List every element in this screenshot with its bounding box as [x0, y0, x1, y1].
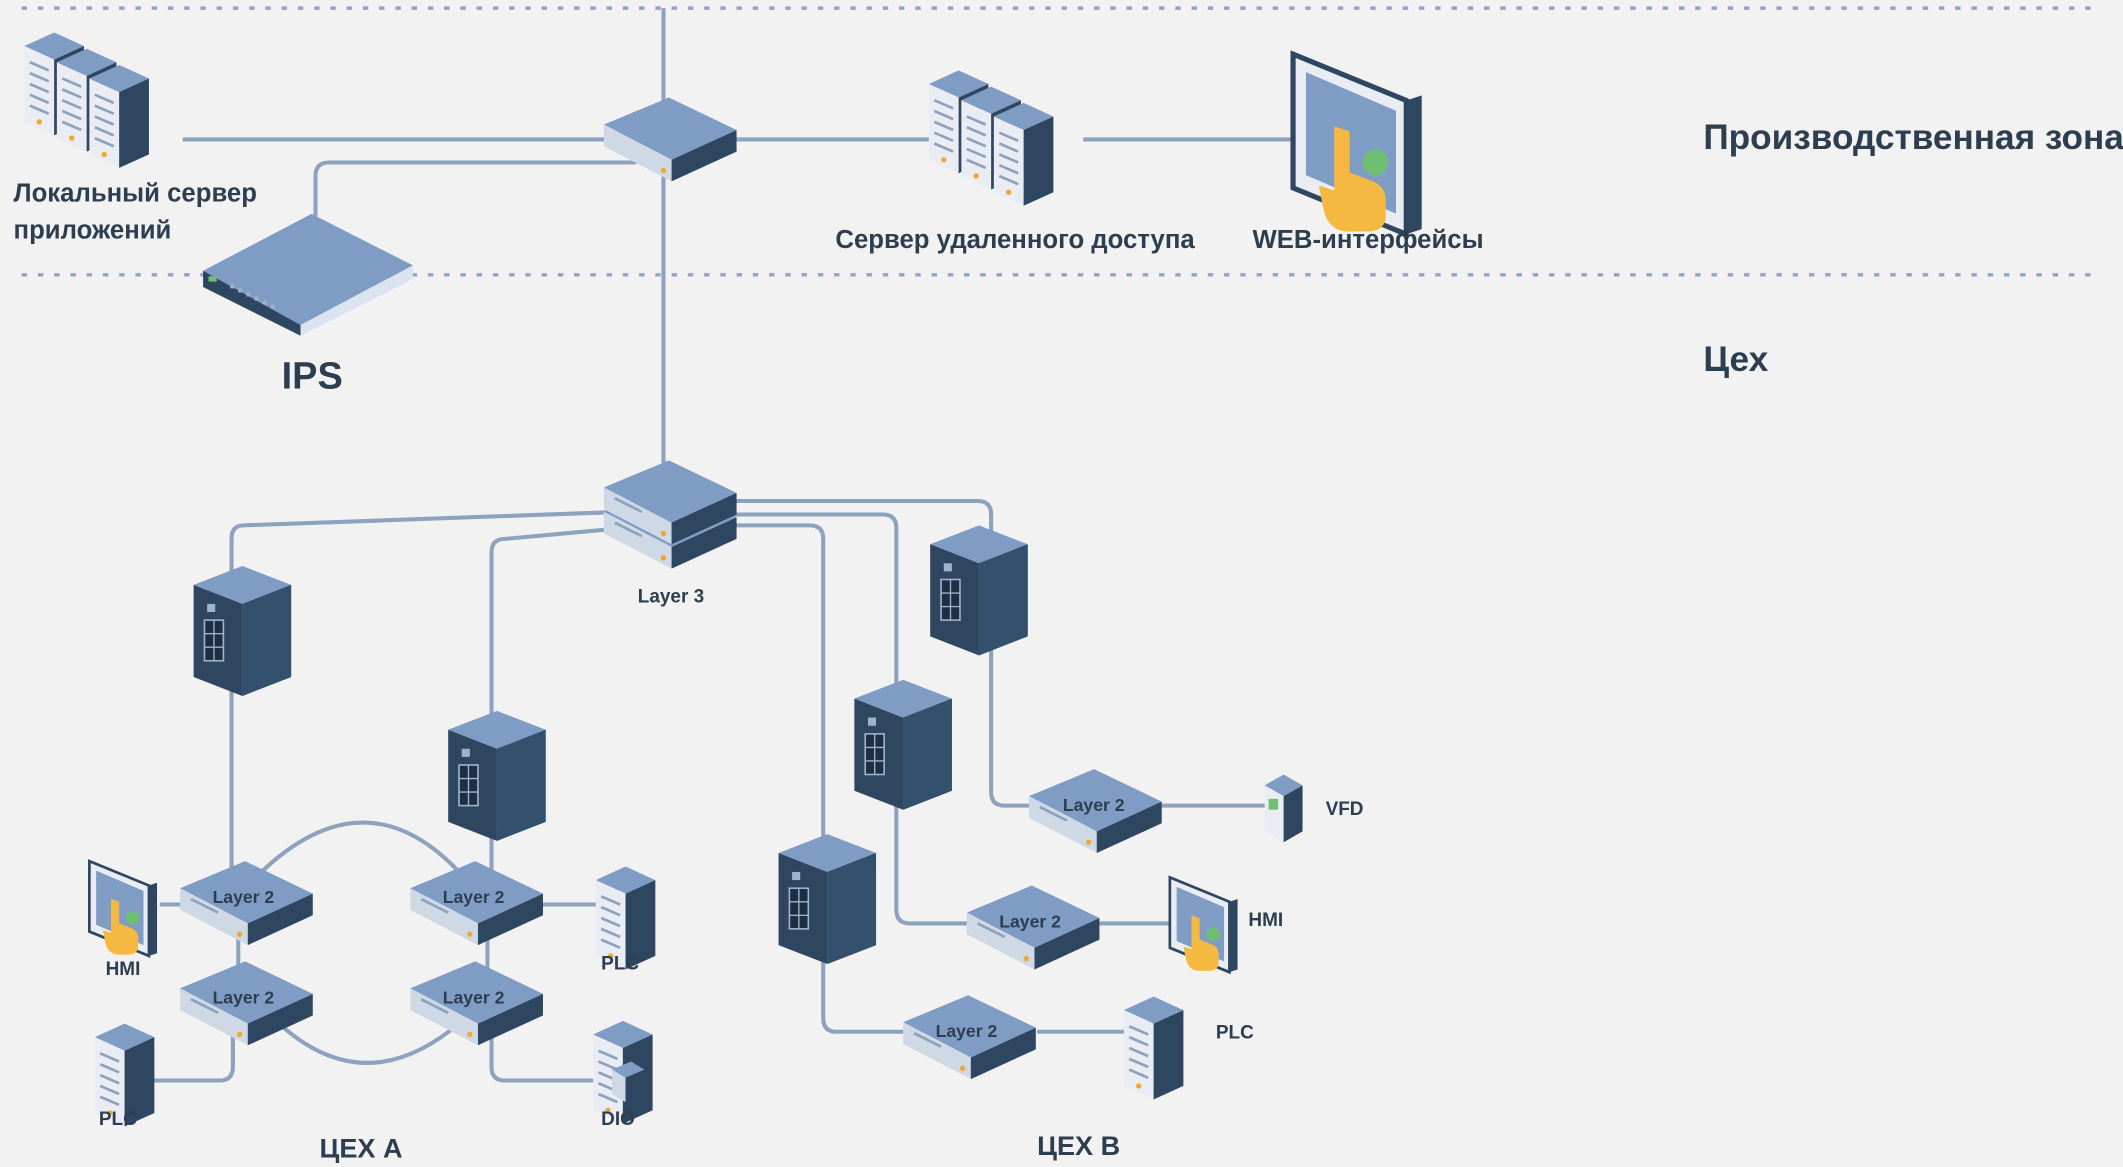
industrial-switch-icon — [192, 565, 292, 697]
hmi-icon — [1168, 876, 1239, 974]
switch-label: Layer 2 — [999, 911, 1061, 931]
app-server-icon — [23, 31, 151, 170]
production-zone-label: Производственная зона — [1703, 116, 2123, 158]
industrial-switch-icon — [929, 524, 1029, 657]
dio-icon — [591, 1019, 654, 1126]
hmi-label: HMI — [105, 957, 141, 979]
switch-label: Layer 2 — [443, 887, 505, 907]
industrial-switch-icon — [777, 833, 877, 965]
industrial-switch-icon — [447, 710, 547, 842]
plc-label: PLC — [601, 951, 640, 974]
workshop-a-title: ЦЕХ A — [319, 1134, 403, 1165]
plc-label: PLC — [98, 1107, 137, 1130]
workshop-zone-label: Цех — [1703, 338, 1769, 380]
dio-label: DIO — [601, 1107, 635, 1130]
workshop-b-title: ЦЕХ B — [1037, 1131, 1121, 1162]
ips-appliance-icon — [203, 213, 413, 336]
hmi-icon — [88, 859, 159, 958]
switch-label: Layer 2 — [213, 887, 275, 907]
edge-switch-icon — [603, 97, 737, 182]
hmi-label: HMI — [1248, 908, 1284, 931]
switch-label: Layer 2 — [443, 987, 505, 1007]
app-server-label: Локальный сервер приложений — [13, 180, 257, 246]
switch-label: Layer 2 — [1063, 795, 1125, 815]
vfd-label: VFD — [1325, 797, 1364, 820]
core-switch-label: Layer 3 — [637, 584, 705, 607]
remote-server-icon — [927, 69, 1055, 208]
switch-label: Layer 2 — [213, 987, 275, 1007]
web-interface-label: WEB-интерфейсы — [1252, 226, 1484, 255]
web-interface-icon — [1293, 54, 1422, 234]
core-switch-icon — [602, 459, 738, 571]
plc-icon — [1122, 995, 1185, 1101]
ips-label: IPS — [281, 354, 343, 397]
plc-label: PLC — [1215, 1020, 1254, 1043]
industrial-switch-icon — [853, 678, 953, 811]
vfd-icon — [1264, 774, 1303, 843]
connection-lines — [151, 8, 1298, 1083]
switch-label: Layer 2 — [936, 1021, 998, 1041]
remote-server-label: Сервер удаленного доступа — [835, 226, 1195, 255]
